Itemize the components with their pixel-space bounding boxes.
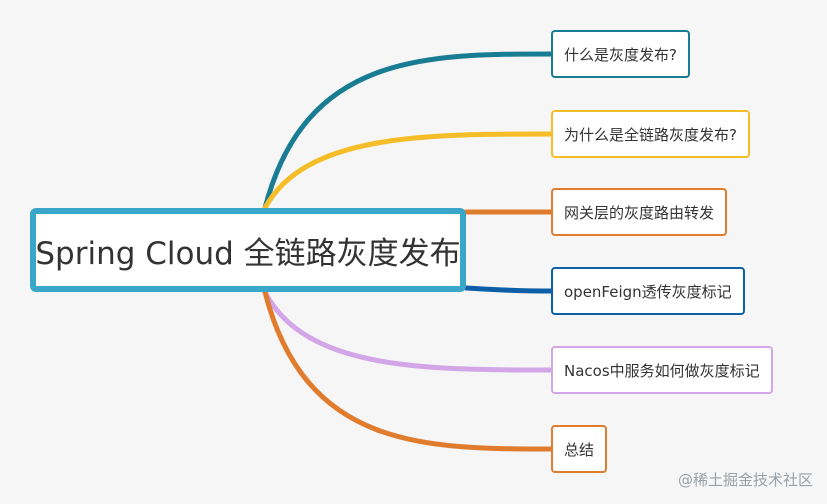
branch-topic-summary[interactable]: 总结 bbox=[551, 425, 608, 473]
branch-topic-why-full-link[interactable]: 为什么是全链路灰度发布? bbox=[551, 110, 750, 158]
branch-topic-gateway-routing[interactable]: 网关层的灰度路由转发 bbox=[551, 188, 728, 236]
branch-topic-label: Nacos中服务如何做灰度标记 bbox=[564, 361, 760, 380]
watermark-text: @稀土掘金技术社区 bbox=[677, 471, 813, 489]
connector-line-3 bbox=[463, 285, 555, 294]
branch-topic-label: 网关层的灰度路由转发 bbox=[564, 203, 715, 222]
root-topic[interactable]: Spring Cloud 全链路灰度发布 bbox=[30, 208, 466, 292]
branch-topic-label: 总结 bbox=[564, 440, 595, 459]
connector-line-0 bbox=[262, 51, 555, 211]
connector-line-4 bbox=[262, 289, 555, 373]
connector-line-1 bbox=[262, 131, 555, 211]
branch-topic-nacos[interactable]: Nacos中服务如何做灰度标记 bbox=[551, 346, 773, 394]
connector-line-5 bbox=[262, 289, 555, 452]
branch-topic-label: 什么是灰度发布? bbox=[564, 45, 677, 64]
branch-topic-label: 为什么是全链路灰度发布? bbox=[564, 125, 737, 144]
branch-topic-what-is-gray-release[interactable]: 什么是灰度发布? bbox=[551, 30, 690, 78]
root-topic-label: Spring Cloud 全链路灰度发布 bbox=[35, 235, 461, 272]
branch-topic-label: openFeign透传灰度标记 bbox=[564, 282, 732, 301]
branch-topic-openfeign[interactable]: openFeign透传灰度标记 bbox=[551, 267, 745, 315]
